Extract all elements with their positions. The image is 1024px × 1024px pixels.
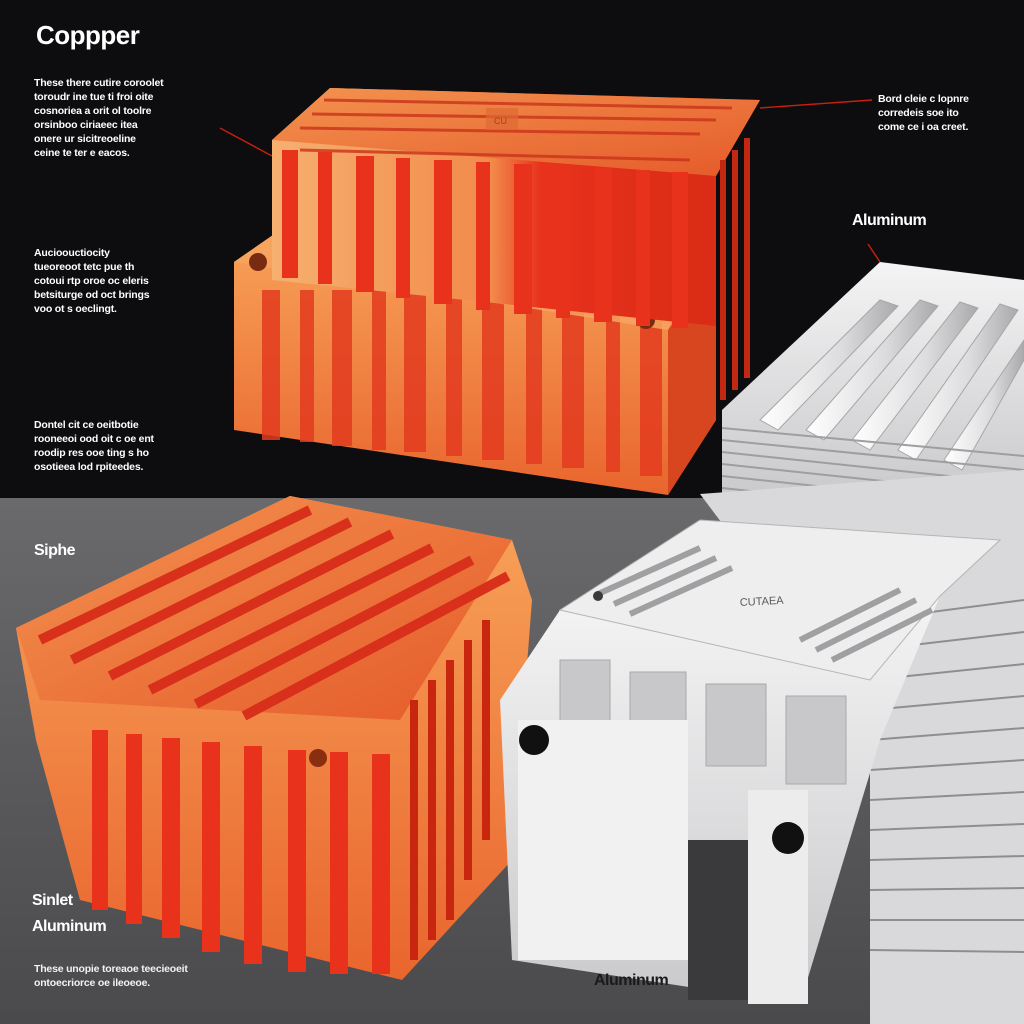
copper-heatsink-bottom: [16, 496, 532, 980]
copper-description-1: These there cutire coroolet toroudr ine …: [34, 77, 164, 159]
copper-description-2: Aucioouctiocity tueoreoot tetc pue th co…: [34, 247, 150, 315]
aluminum-label-bottom-left: Aluminum: [32, 918, 107, 935]
copper-title: Coppper: [36, 20, 140, 50]
sinlet-label: Sinlet: [32, 892, 73, 909]
aluminum-heatsink-bottom: [500, 470, 1024, 1024]
copper-description-3: Dontel cit ce oeitbotie rooneeoi ood oit…: [34, 419, 154, 473]
bottom-description: These unopie toreaoe teecieoeit ontoecri…: [34, 963, 188, 989]
aluminum-stamp: CUTAEA: [740, 595, 785, 609]
leader-lines: [219, 99, 881, 263]
copper-stamp: CU: [494, 116, 507, 126]
copper-heatsink-top: [234, 88, 760, 495]
aluminum-label-bottom: Aluminum: [594, 972, 669, 989]
aluminum-description-top: Bord cleie c lopnre corredeis soe ito co…: [878, 93, 969, 133]
siphe-label: Siphe: [34, 542, 76, 559]
aluminum-label-top: Aluminum: [852, 212, 927, 229]
